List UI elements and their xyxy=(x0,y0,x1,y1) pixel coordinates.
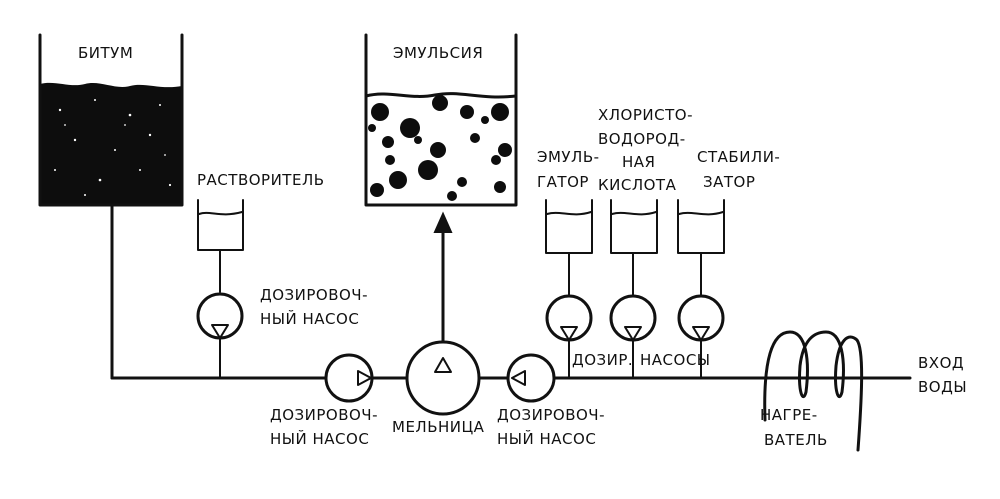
emulsion-tank-walls xyxy=(364,33,518,207)
mill-label: МЕЛЬНИЦА xyxy=(392,418,485,436)
water-inlet-label-line1: ВХОД xyxy=(918,354,964,372)
bitumen-speckles xyxy=(54,99,172,196)
emulsion-label: ЭМУЛЬСИЯ xyxy=(393,44,483,62)
bitumen-tank: БИТУМ xyxy=(38,33,184,207)
solvent-dosing-pump xyxy=(196,292,244,340)
bitumen-fill xyxy=(40,82,182,205)
solvent-unit: РАСТВОРИТЕЛЬ ДОЗИРОВОЧ- НЫЙ НАСОС xyxy=(196,171,368,379)
emulsion-surface xyxy=(364,92,518,99)
heater-label-line2: ВАТЕЛЬ xyxy=(764,431,828,449)
hcl-label-line4: КИСЛОТА xyxy=(598,176,677,194)
mill xyxy=(405,340,481,416)
left-dosing-pump xyxy=(324,353,374,403)
left-pump-label-line2: НЫЙ НАСОС xyxy=(270,429,369,448)
solvent-label: РАСТВОРИТЕЛЬ xyxy=(197,171,325,189)
emulsifier-label-line1: ЭМУЛЬ- xyxy=(537,148,600,166)
water-inlet-label-line2: ВОДЫ xyxy=(918,378,967,396)
stabilizer-label-line1: СТАБИЛИ- xyxy=(697,148,780,166)
main-pipeline xyxy=(110,203,912,380)
dosing-pumps-label-b: НАСОСЫ xyxy=(640,351,711,369)
right-pump-label-line2: НЫЙ НАСОС xyxy=(497,429,596,448)
stabilizer-unit xyxy=(677,199,725,379)
solvent-tank xyxy=(197,199,244,251)
right-dosing-pump xyxy=(506,353,556,403)
hcl-label-line2: ВОДОРОД- xyxy=(598,130,686,148)
hcl-label-line3: НАЯ xyxy=(622,153,655,171)
emulsion-droplets xyxy=(368,95,512,201)
hcl-unit xyxy=(609,199,658,379)
emulsifier-unit xyxy=(545,199,593,379)
solvent-pump-label-line2: НЫЙ НАСОС xyxy=(260,309,359,328)
left-pump-label-line1: ДОЗИРОВОЧ- xyxy=(270,406,378,424)
solvent-pump-label-line1: ДОЗИРОВОЧ- xyxy=(260,286,368,304)
right-pump-label-line1: ДОЗИРОВОЧ- xyxy=(497,406,605,424)
bitumen-label: БИТУМ xyxy=(78,44,133,62)
heater-coil xyxy=(763,330,864,452)
dosing-pumps-label-a: ДОЗИР. xyxy=(572,351,633,369)
solvent-level xyxy=(198,211,243,216)
hcl-label-line1: ХЛОРИСТО- xyxy=(598,106,693,124)
stabilizer-label-line2: ЗАТОР xyxy=(703,173,755,191)
heater-label-line1: НАГРЕ- xyxy=(760,406,818,424)
emulsion-tank: ЭМУЛЬСИЯ xyxy=(364,33,518,207)
emulsifier-label-line2: ГАТОР xyxy=(537,173,589,191)
mill-to-emulsion-arrow xyxy=(433,211,453,344)
